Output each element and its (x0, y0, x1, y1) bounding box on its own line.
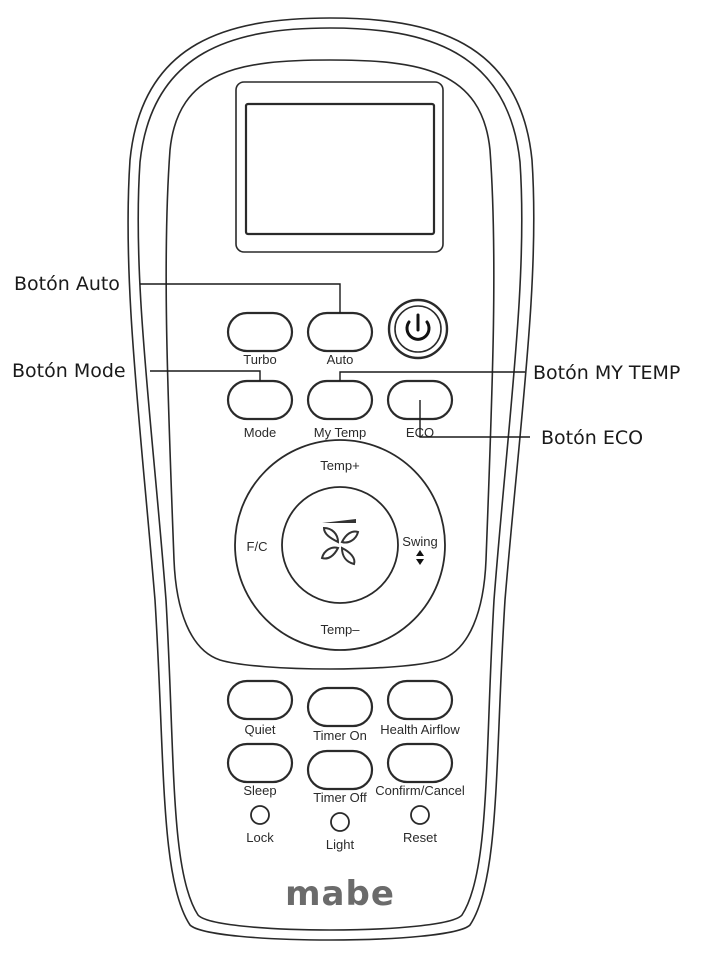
timer-off-label: Timer Off (313, 790, 367, 805)
turbo-button-shape[interactable] (226, 311, 294, 353)
mode-button[interactable]: Mode (226, 379, 294, 440)
reset-label: Reset (403, 830, 437, 845)
auto-label: Auto (327, 352, 354, 367)
lock-label: Lock (246, 830, 274, 845)
swing-label: Swing (402, 534, 437, 549)
remote-inner-shell (137, 27, 523, 931)
lock-button-shape[interactable] (250, 805, 270, 825)
confirm-cancel-label: Confirm/Cancel (375, 783, 465, 798)
my-temp-label: My Temp (314, 425, 367, 440)
reset-button[interactable]: Reset (403, 805, 437, 845)
sleep-button-shape[interactable] (226, 742, 294, 784)
remote-upper-panel (165, 59, 495, 670)
power-icon (405, 313, 431, 341)
power-button[interactable] (387, 298, 449, 360)
timer-on-button[interactable]: Timer On (306, 686, 374, 743)
my-temp-button[interactable]: My Temp (306, 379, 374, 440)
light-label: Light (326, 837, 355, 852)
remote-outer-shell (127, 17, 535, 941)
quiet-button[interactable]: Quiet (226, 679, 294, 737)
timer-on-label: Timer On (313, 728, 367, 743)
turbo-button[interactable]: Turbo (226, 311, 294, 367)
fan-button[interactable] (281, 486, 399, 604)
light-button-shape[interactable] (330, 812, 350, 832)
timer-off-button[interactable]: Timer Off (306, 749, 374, 805)
my-temp-leader-line (339, 371, 525, 381)
timer-off-button-shape[interactable] (306, 749, 374, 791)
my-temp-button-shape[interactable] (306, 379, 374, 421)
my-temp-callout: Botón MY TEMP (533, 362, 680, 384)
health-airflow-label: Health Airflow (380, 722, 460, 737)
lock-button[interactable]: Lock (246, 805, 274, 845)
fc-label: F/C (247, 539, 268, 554)
light-button[interactable]: Light (326, 812, 355, 852)
brand-logo: mabe (285, 874, 395, 914)
auto-button[interactable]: Auto (306, 311, 374, 367)
eco-leader-line (419, 400, 530, 438)
sleep-button[interactable]: Sleep (226, 742, 294, 798)
auto-callout: Botón Auto (14, 273, 120, 295)
health-airflow-button-shape[interactable] (386, 679, 454, 721)
reset-button-shape[interactable] (410, 805, 430, 825)
confirm-cancel-button-shape[interactable] (386, 742, 454, 784)
health-airflow-button[interactable]: Health Airflow (380, 679, 460, 737)
timer-on-button-shape[interactable] (306, 686, 374, 728)
temp-up-label: Temp+ (320, 458, 359, 473)
quiet-label: Quiet (244, 722, 275, 737)
quiet-button-shape[interactable] (226, 679, 294, 721)
mode-leader-line (150, 370, 261, 381)
auto-leader-line (140, 283, 341, 313)
confirm-cancel-button[interactable]: Confirm/Cancel (375, 742, 465, 798)
temp-down-label: Temp– (320, 622, 360, 637)
turbo-label: Turbo (243, 352, 276, 367)
mode-label: Mode (244, 425, 277, 440)
fan-icon (320, 519, 360, 566)
eco-callout: Botón ECO (541, 427, 643, 449)
mode-button-shape[interactable] (226, 379, 294, 421)
up-down-arrow-icon (416, 550, 424, 565)
mode-callout: Botón Mode (12, 360, 126, 382)
sleep-label: Sleep (243, 783, 276, 798)
dpad[interactable]: Temp+ Temp– F/C Swing (234, 439, 446, 651)
auto-button-shape[interactable] (306, 311, 374, 353)
display-screen (244, 102, 436, 236)
